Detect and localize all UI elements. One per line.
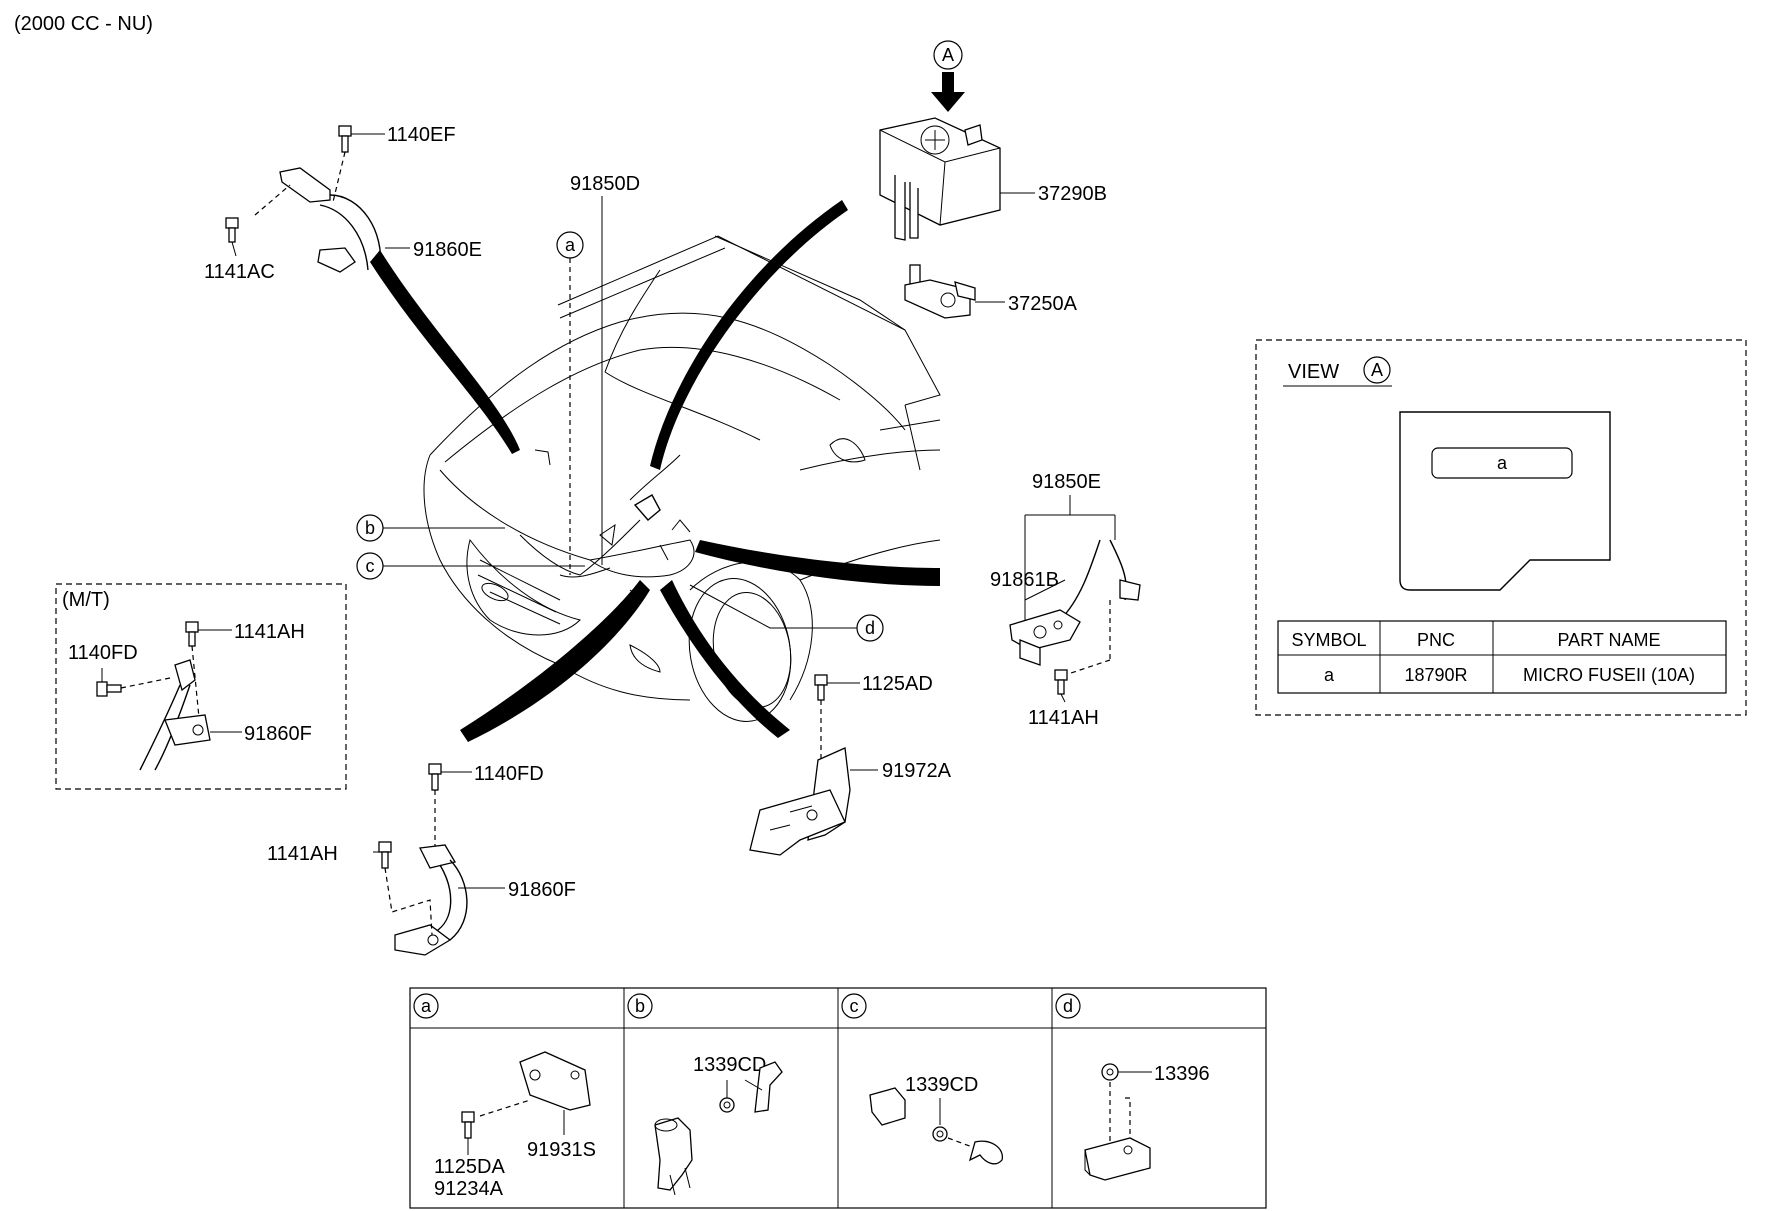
part-group-91972A: 1125AD 91972A (749, 673, 952, 856)
svg-text:a: a (565, 235, 576, 255)
bolt-icon (428, 763, 442, 791)
view-symbol-A: A (1371, 360, 1383, 380)
part-label-91850D: 91850D (570, 173, 640, 195)
view-fuse-symbol: a (1497, 453, 1508, 473)
terminal-37250A (904, 264, 976, 319)
part-label-91860F-mt: 91860F (244, 723, 312, 745)
svg-text:b: b (365, 518, 375, 538)
svg-text:d: d (865, 618, 875, 638)
bolt-icon (1054, 669, 1068, 695)
part-label-1140EF: 1140EF (387, 124, 456, 146)
svg-text:c: c (366, 556, 375, 576)
engine-spec-label: (2000 CC - NU) (14, 13, 153, 35)
part-label-91860E: 91860E (413, 239, 482, 261)
part-label-91931S: 91931S (527, 1139, 596, 1161)
table-cell-part-name: MICRO FUSEII (10A) (1523, 665, 1695, 685)
part-label-1140FD-mt: 1140FD (68, 642, 138, 664)
part-label-1141AH-mt: 1141AH (234, 621, 305, 643)
detail-panel-d: d 13396 (1055, 993, 1210, 1181)
svg-text:b: b (635, 996, 645, 1016)
table-cell-pnc: 18790R (1404, 665, 1467, 685)
table-cell-symbol: a (1324, 665, 1335, 685)
bolt-icon (338, 125, 352, 153)
detail-panel-b: b 1339CD (627, 993, 783, 1196)
bolt-icon (461, 1111, 475, 1139)
view-parts-table: SYMBOL PNC PART NAME a 18790R MICRO FUSE… (1277, 620, 1727, 694)
view-a-panel: VIEW A a SYMBOL PNC PART NAME a 18790R M… (1255, 339, 1747, 716)
svg-text:a: a (421, 996, 432, 1016)
table-header-pnc: PNC (1417, 630, 1455, 650)
bolt-icon (225, 217, 239, 243)
part-label-91861B: 91861B (990, 569, 1059, 591)
callout-c: c (356, 552, 585, 580)
mt-variant-panel: (M/T) 1141AH 1140FD 91860F (55, 583, 347, 790)
part-label-1141AH-right: 1141AH (1028, 707, 1099, 729)
mt-label: (M/T) (62, 589, 110, 611)
part-label-91860F-bottom: 91860F (508, 879, 576, 901)
part-label-91234A: 91234A (434, 1178, 504, 1200)
detail-panel-a: a 1125DA 91234A 91931S (413, 993, 596, 1200)
part-label-1339CD-b: 1339CD (693, 1054, 766, 1076)
part-label-1140FD-bottom: 1140FD (474, 763, 544, 785)
view-title: VIEW (1288, 361, 1339, 383)
part-label-1339CD-c: 1339CD (905, 1074, 978, 1096)
part-label-1141AC: 1141AC (204, 261, 275, 283)
callout-a: a (556, 231, 584, 575)
detail-table: a 1125DA 91234A 91931S b 1339CD (409, 987, 1267, 1209)
part-group-91860E: 1140EF 1141AC 91860E (204, 124, 482, 283)
callout-d: d (689, 584, 884, 642)
bolt-icon (378, 841, 392, 869)
fuse-box-37290B (879, 117, 1001, 241)
part-label-91850E: 91850E (1032, 471, 1101, 493)
part-label-1125AD: 1125AD (862, 673, 933, 695)
table-header-part-name: PART NAME (1557, 630, 1660, 650)
part-label-1125DA: 1125DA (434, 1156, 505, 1178)
part-label-37250A: 37250A (1008, 293, 1078, 315)
car-front-illustration (423, 235, 941, 722)
part-group-91860F-bottom: 1140FD 1141AH 91860F (267, 763, 576, 956)
table-header-symbol: SYMBOL (1291, 630, 1366, 650)
bolt-icon (185, 621, 199, 647)
svg-text:d: d (1063, 996, 1073, 1016)
bolt-icon (96, 681, 122, 697)
bolt-icon (814, 674, 828, 701)
part-group-91850E: 91850E 91861B 1141AH (990, 471, 1141, 729)
leader-swooshes (370, 200, 940, 742)
part-label-37290B: 37290B (1038, 183, 1107, 205)
svg-text:A: A (942, 45, 954, 65)
callout-b: b (356, 514, 505, 542)
part-label-13396: 13396 (1154, 1063, 1210, 1085)
part-label-1141AH-bottom: 1141AH (267, 843, 338, 865)
part-label-91972A: 91972A (882, 760, 952, 782)
svg-text:c: c (850, 996, 859, 1016)
detail-panel-c: c 1339CD (841, 993, 1003, 1165)
view-a-marker: A (931, 40, 965, 112)
